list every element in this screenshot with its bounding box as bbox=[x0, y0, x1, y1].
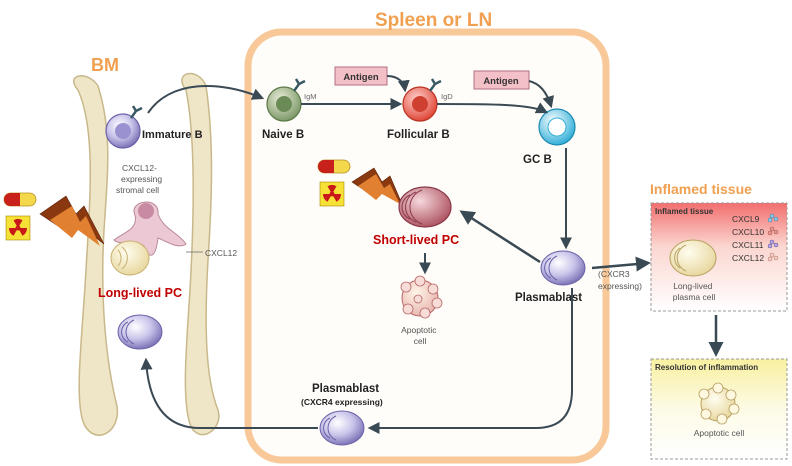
resolution-title: Resolution of inflammation bbox=[655, 363, 758, 372]
arrow-plasmablast-to-shortlived bbox=[459, 210, 541, 264]
arrow-plasmablast-to-bottom bbox=[367, 288, 573, 434]
chemokine-cxcl11: CXCL11 bbox=[732, 240, 764, 250]
spleen-ln-title: Spleen or LN bbox=[375, 10, 492, 31]
spleen-lightning-highlight bbox=[358, 174, 400, 204]
arrow-antigen2 bbox=[528, 80, 554, 109]
chemokine-cxcl10: CXCL10 bbox=[732, 227, 764, 237]
stromal-cell-label: CXCL12- expressing stromal cell bbox=[116, 163, 164, 195]
inflamed-box-title: Inflamed tissue bbox=[655, 207, 714, 216]
chemokine-list: CXCL9 CXCL10 CXCL11 CXCL12 bbox=[732, 213, 779, 263]
immature-b-cell bbox=[105, 105, 143, 149]
inflamed-tissue-heading: Inflamed tissue bbox=[650, 181, 752, 197]
flow-arrows bbox=[140, 75, 724, 434]
naive-b-label: Naive B bbox=[262, 129, 304, 141]
naive-b-cell bbox=[266, 78, 306, 122]
bottom-plasmablast-label: Plasmablast bbox=[312, 383, 379, 395]
resolution-apoptotic-label: Apoptotic cell bbox=[694, 428, 745, 438]
long-lived-pc-bm bbox=[110, 240, 150, 276]
stromal-nucleus bbox=[138, 203, 154, 219]
igm-label: IgM bbox=[304, 92, 317, 101]
bm-label: BM bbox=[91, 55, 119, 75]
gc-b-label: GC B bbox=[523, 154, 552, 166]
chemokine-cxcl12: CXCL12 bbox=[732, 253, 764, 263]
cxcr4-label: (CXCR4 expressing) bbox=[301, 397, 383, 407]
bm-lightning-highlight bbox=[50, 206, 100, 246]
arrow-antigen1 bbox=[386, 75, 410, 93]
cxcl12-label: CXCL12 bbox=[205, 248, 237, 258]
igd-label: IgD bbox=[441, 92, 453, 101]
spleen-plasmablast-label: Plasmablast bbox=[515, 292, 582, 304]
left-bone bbox=[72, 75, 119, 436]
bottom-plasmablast bbox=[319, 410, 365, 446]
arrow-follicular-to-gc bbox=[436, 102, 549, 114]
right-bone bbox=[181, 72, 220, 436]
short-lived-pc-cell bbox=[398, 186, 452, 228]
gc-b-cell bbox=[538, 108, 576, 146]
spleen-plasmablast bbox=[540, 250, 586, 286]
follicular-b-label: Follicular B bbox=[387, 129, 450, 141]
apoptotic-cell-spleen bbox=[400, 275, 443, 319]
chemokine-icon-cxcl10 bbox=[767, 226, 779, 236]
long-lived-pc-label: Long-lived PC bbox=[98, 286, 182, 300]
spleen-radiation-icon bbox=[319, 181, 345, 207]
antigen-box-2 bbox=[473, 70, 530, 90]
antigen-label-2: Antigen bbox=[483, 76, 519, 87]
cxcr3-label: (CXCR3 expressing) bbox=[598, 269, 642, 291]
bm-drug-capsule-icon bbox=[3, 192, 37, 207]
bm-plasmablast bbox=[117, 314, 163, 350]
chemokine-icon-cxcl12 bbox=[767, 252, 779, 262]
immature-b-label: Immature B bbox=[142, 129, 203, 141]
chemokine-icon-cxcl9 bbox=[767, 213, 779, 223]
chemokine-icon-cxcl11 bbox=[767, 239, 779, 249]
apoptotic-cell-label: Apoptotic cell bbox=[401, 325, 439, 346]
apoptotic-cell-resolution bbox=[698, 382, 740, 425]
arrow-plasmablast-to-inflamed bbox=[591, 256, 651, 272]
inflamed-long-lived-pc bbox=[669, 239, 717, 277]
short-lived-pc-label: Short-lived PC bbox=[373, 233, 459, 247]
spleen-ln-compartment bbox=[244, 28, 610, 464]
bm-radiation-icon bbox=[5, 215, 31, 241]
inflamed-long-lived-label: Long-lived plasma cell bbox=[673, 281, 716, 302]
arrow-bottom-to-bm bbox=[140, 357, 318, 429]
chemokine-cxcl9: CXCL9 bbox=[732, 214, 760, 224]
arrow-immature-to-naive bbox=[147, 84, 265, 114]
antigen-label-1: Antigen bbox=[343, 72, 379, 83]
spleen-drug-capsule-icon bbox=[317, 159, 351, 174]
